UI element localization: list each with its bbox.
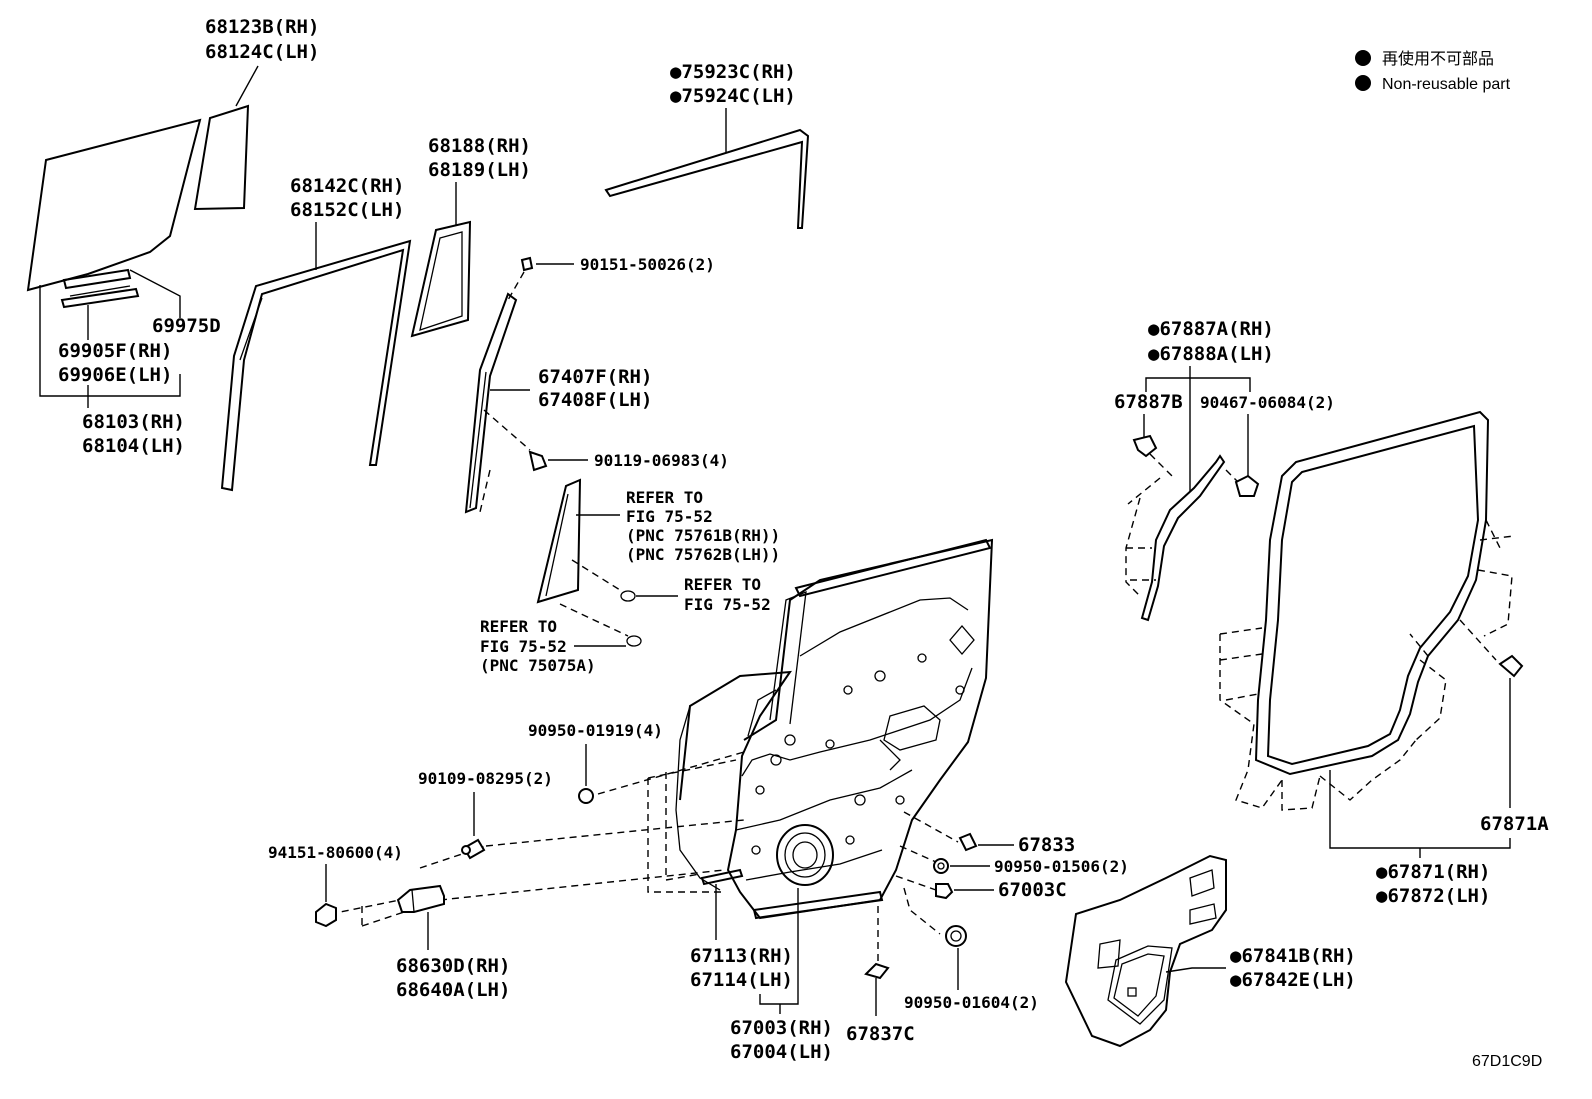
service-hole-cover-label: ●67841B(RH) ●67842E(LH) <box>1165 945 1356 991</box>
upper-seal-label: ●67887A(RH) ●67888A(LH) <box>1145 318 1274 492</box>
svg-text:69905F(RH): 69905F(RH) <box>58 340 172 362</box>
svg-text:(PNC 75075A): (PNC 75075A) <box>480 656 596 675</box>
svg-text:69975D: 69975D <box>152 315 221 337</box>
refer-a-label: REFER TO FIG 75-52 (PNC 75761B(RH)) (PNC… <box>576 488 780 564</box>
svg-text:(PNC 75761B(RH)): (PNC 75761B(RH)) <box>626 526 780 545</box>
svg-text:67003(RH): 67003(RH) <box>730 1017 833 1039</box>
weatherstrip-small-label: 69905F(RH) 69906E(LH) <box>58 305 172 386</box>
glass-channel <box>220 239 412 492</box>
svg-text:90950-01919(4): 90950-01919(4) <box>528 721 663 740</box>
svg-text:●75924C(LH): ●75924C(LH) <box>670 85 796 107</box>
svg-text:67004(LH): 67004(LH) <box>730 1041 833 1063</box>
svg-text:FIG 75-52: FIG 75-52 <box>480 637 567 656</box>
service-hole-cover <box>1064 854 1227 1048</box>
plug-90950-01604: 90950-01604(2) <box>903 887 1039 1012</box>
weatherstrip-clip-67871A: 67871A <box>1480 654 1549 835</box>
upper-seal <box>1125 454 1226 622</box>
refer-c-item: REFER TO FIG 75-52 (PNC 75075A) <box>480 603 642 675</box>
plug-90950-01919: 90950-01919(4) <box>528 721 663 804</box>
frame-label: 67407F(RH) 67408F(LH) <box>490 366 652 411</box>
svg-text:67113(RH): 67113(RH) <box>690 945 793 967</box>
svg-text:94151-80600(4): 94151-80600(4) <box>268 843 403 862</box>
quarter-glass <box>410 220 472 338</box>
svg-text:REFER TO: REFER TO <box>626 488 703 507</box>
legend-bullet-icon <box>1355 50 1371 66</box>
svg-text:68630D(RH): 68630D(RH) <box>396 955 510 977</box>
svg-text:FIG 75-52: FIG 75-52 <box>626 507 713 526</box>
svg-text:68188(RH): 68188(RH) <box>428 135 531 157</box>
clip-67837C: 67837C <box>846 906 915 1045</box>
legend-bullet-icon <box>1355 75 1371 91</box>
belt-molding-label: ●75923C(RH) ●75924C(LH) <box>670 61 796 152</box>
diagram-code: 67D1C9D <box>1472 1053 1542 1070</box>
svg-text:(PNC 75762B(LH)): (PNC 75762B(LH)) <box>626 545 780 564</box>
svg-text:68103(RH): 68103(RH) <box>82 411 185 433</box>
seal-clip-67887B: 67887B <box>1114 391 1183 479</box>
glass-assy-label: 68103(RH) 68104(LH) <box>39 285 185 457</box>
svg-text:67837C: 67837C <box>846 1023 915 1045</box>
svg-text:90151-50026(2): 90151-50026(2) <box>580 255 715 274</box>
svg-text:●67841B(RH): ●67841B(RH) <box>1230 945 1356 967</box>
quarter-glass-label: 68188(RH) 68189(LH) <box>428 135 531 226</box>
clip-69975-label: 69975D <box>129 269 221 337</box>
svg-text:67887B: 67887B <box>1114 391 1183 413</box>
door-glass <box>26 104 250 292</box>
svg-text:FIG 75-52: FIG 75-52 <box>684 595 771 614</box>
svg-text:67003C: 67003C <box>998 879 1067 901</box>
legend: 再使用不可部品 Non-reusable part <box>1355 50 1511 93</box>
nut-94151: 94151-80600(4) <box>268 843 403 928</box>
glass-run-strips <box>60 268 140 309</box>
svg-text:68152C(LH): 68152C(LH) <box>290 199 404 221</box>
svg-text:67871A: 67871A <box>1480 813 1549 835</box>
glass-label: 68123B(RH) 68124C(LH) <box>205 16 319 107</box>
division-bar <box>536 478 582 604</box>
lower-weatherstrip: 67113(RH) 67114(LH) <box>690 868 793 991</box>
door-weatherstrip <box>1219 410 1515 811</box>
svg-text:68123B(RH): 68123B(RH) <box>205 16 319 38</box>
clip-67833: 67833 <box>903 811 1075 856</box>
svg-text:68104(LH): 68104(LH) <box>82 435 185 457</box>
svg-text:68142C(RH): 68142C(RH) <box>290 175 404 197</box>
svg-text:68189(LH): 68189(LH) <box>428 159 531 181</box>
door-weatherstrip-label: ●67871(RH) ●67872(LH) <box>1329 770 1511 907</box>
door-frame-67407 <box>464 292 518 514</box>
bolt-90109: 90109-08295(2) <box>418 769 553 860</box>
svg-text:REFER TO: REFER TO <box>480 617 557 636</box>
seal-clip-90467: 90467-06084(2) <box>1200 393 1335 497</box>
legend-label-jp: 再使用不可部品 <box>1382 50 1494 68</box>
svg-text:90950-01506(2): 90950-01506(2) <box>994 857 1129 876</box>
plug-67003C: 67003C <box>895 875 1067 901</box>
legend-label-en: Non-reusable part <box>1382 76 1511 93</box>
svg-text:●67887A(RH): ●67887A(RH) <box>1148 318 1274 340</box>
belt-molding <box>604 128 810 229</box>
svg-text:67408F(LH): 67408F(LH) <box>538 389 652 411</box>
door-outer-skin <box>675 705 721 891</box>
svg-text:90950-01604(2): 90950-01604(2) <box>904 993 1039 1012</box>
svg-text:67833: 67833 <box>1018 834 1075 856</box>
screw-90151: 90151-50026(2) <box>507 255 715 301</box>
svg-text:68124C(LH): 68124C(LH) <box>205 41 319 63</box>
plug-90950-01506: 90950-01506(2) <box>899 845 1129 876</box>
door-panel <box>679 538 994 920</box>
svg-text:●67872(LH): ●67872(LH) <box>1376 885 1490 907</box>
svg-text:●75923C(RH): ●75923C(RH) <box>670 61 796 83</box>
svg-text:●67871(RH): ●67871(RH) <box>1376 861 1490 883</box>
door-panel-label: 67003(RH) 67004(LH) <box>730 888 833 1063</box>
bolt-90119: 90119-06983(4) <box>479 409 729 513</box>
svg-text:67407F(RH): 67407F(RH) <box>538 366 652 388</box>
svg-text:69906E(LH): 69906E(LH) <box>58 364 172 386</box>
svg-text:90119-06983(4): 90119-06983(4) <box>594 451 729 470</box>
svg-text:90467-06084(2): 90467-06084(2) <box>1200 393 1335 412</box>
channel-label: 68142C(RH) 68152C(LH) <box>290 175 404 270</box>
svg-text:●67842E(LH): ●67842E(LH) <box>1230 969 1356 991</box>
refer-b-item: REFER TO FIG 75-52 <box>571 559 771 614</box>
svg-text:●67888A(LH): ●67888A(LH) <box>1148 343 1274 365</box>
svg-text:REFER TO: REFER TO <box>684 575 761 594</box>
svg-text:68640A(LH): 68640A(LH) <box>396 979 510 1001</box>
door-hinge: 68630D(RH) 68640A(LH) <box>361 884 510 1001</box>
svg-text:67114(LH): 67114(LH) <box>690 969 793 991</box>
svg-text:90109-08295(2): 90109-08295(2) <box>418 769 553 788</box>
